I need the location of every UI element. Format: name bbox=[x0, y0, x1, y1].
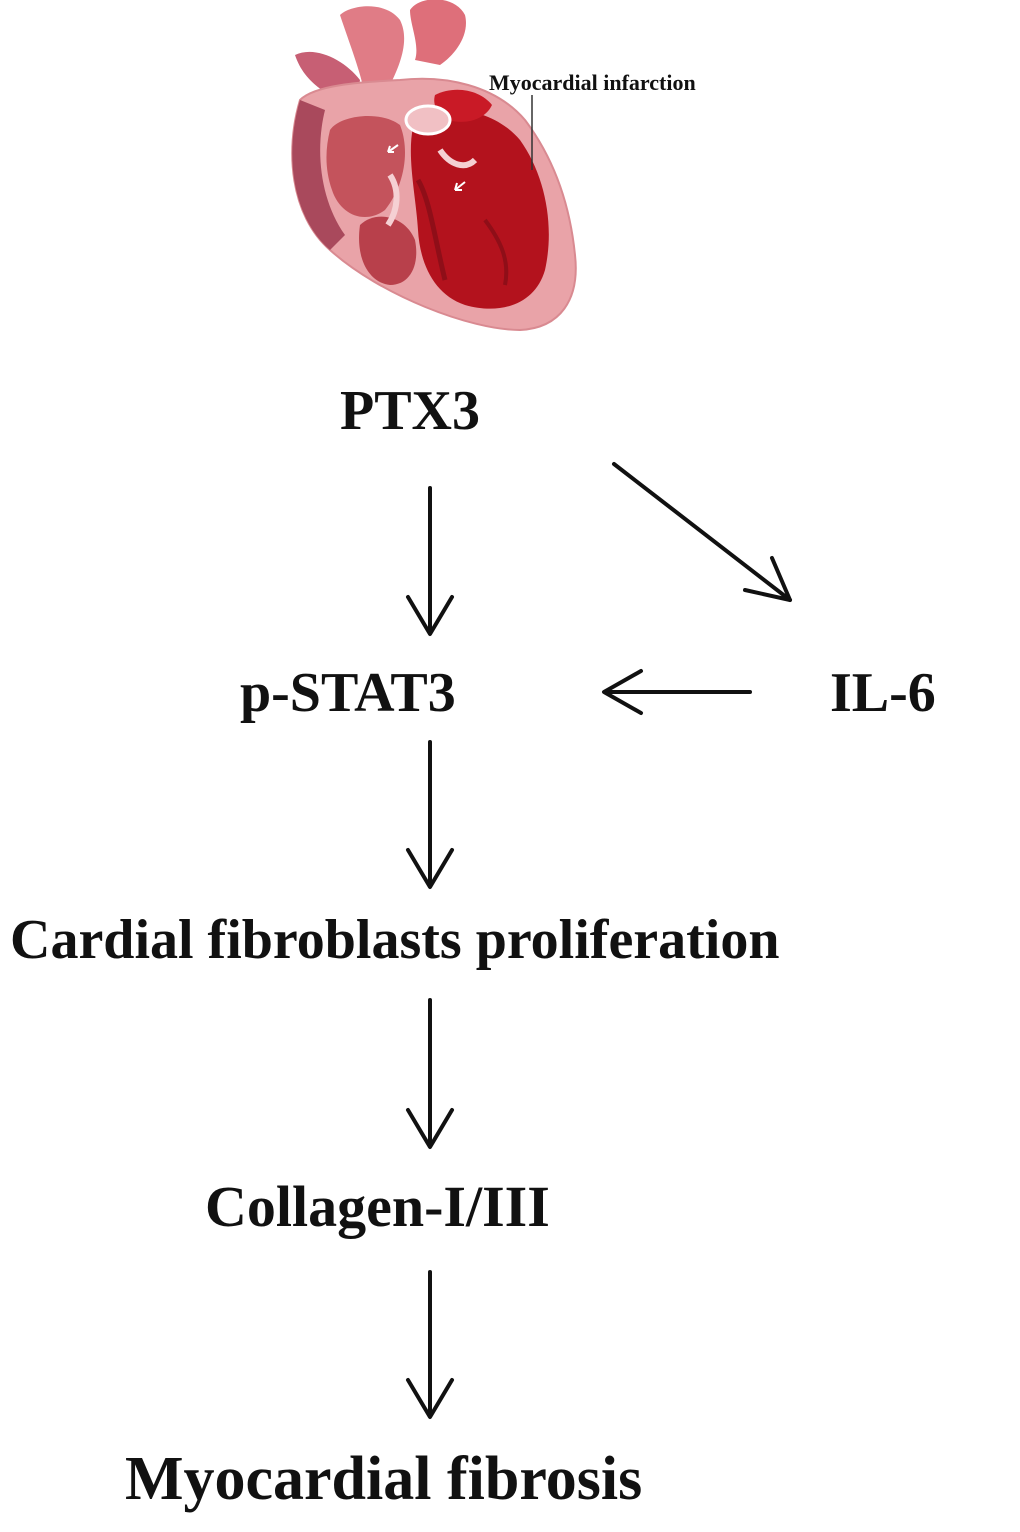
heart-cross-section-image bbox=[291, 0, 577, 332]
node-ptx3: PTX3 bbox=[340, 380, 480, 442]
node-fibrosis: Myocardial fibrosis bbox=[125, 1445, 643, 1513]
arrow-ptx3-to-pstat3 bbox=[406, 486, 454, 636]
annotation-myocardial-infarction: Myocardial infarction bbox=[489, 70, 696, 95]
node-il6: IL-6 bbox=[830, 662, 936, 724]
node-proliferation: Cardial fibroblasts proliferation bbox=[10, 909, 780, 971]
arrow-pstat3-to-proliferation bbox=[406, 740, 454, 889]
arrow-il6-to-pstat3 bbox=[602, 669, 752, 715]
arrow-ptx3-to-il6 bbox=[612, 462, 792, 602]
arrow-proliferation-to-collagen bbox=[406, 998, 454, 1149]
node-collagen: Collagen-I/III bbox=[205, 1174, 550, 1239]
node-pstat3: p-STAT3 bbox=[240, 662, 456, 724]
arrow-collagen-to-fibrosis bbox=[406, 1270, 454, 1419]
heart-illustration bbox=[270, 0, 590, 345]
